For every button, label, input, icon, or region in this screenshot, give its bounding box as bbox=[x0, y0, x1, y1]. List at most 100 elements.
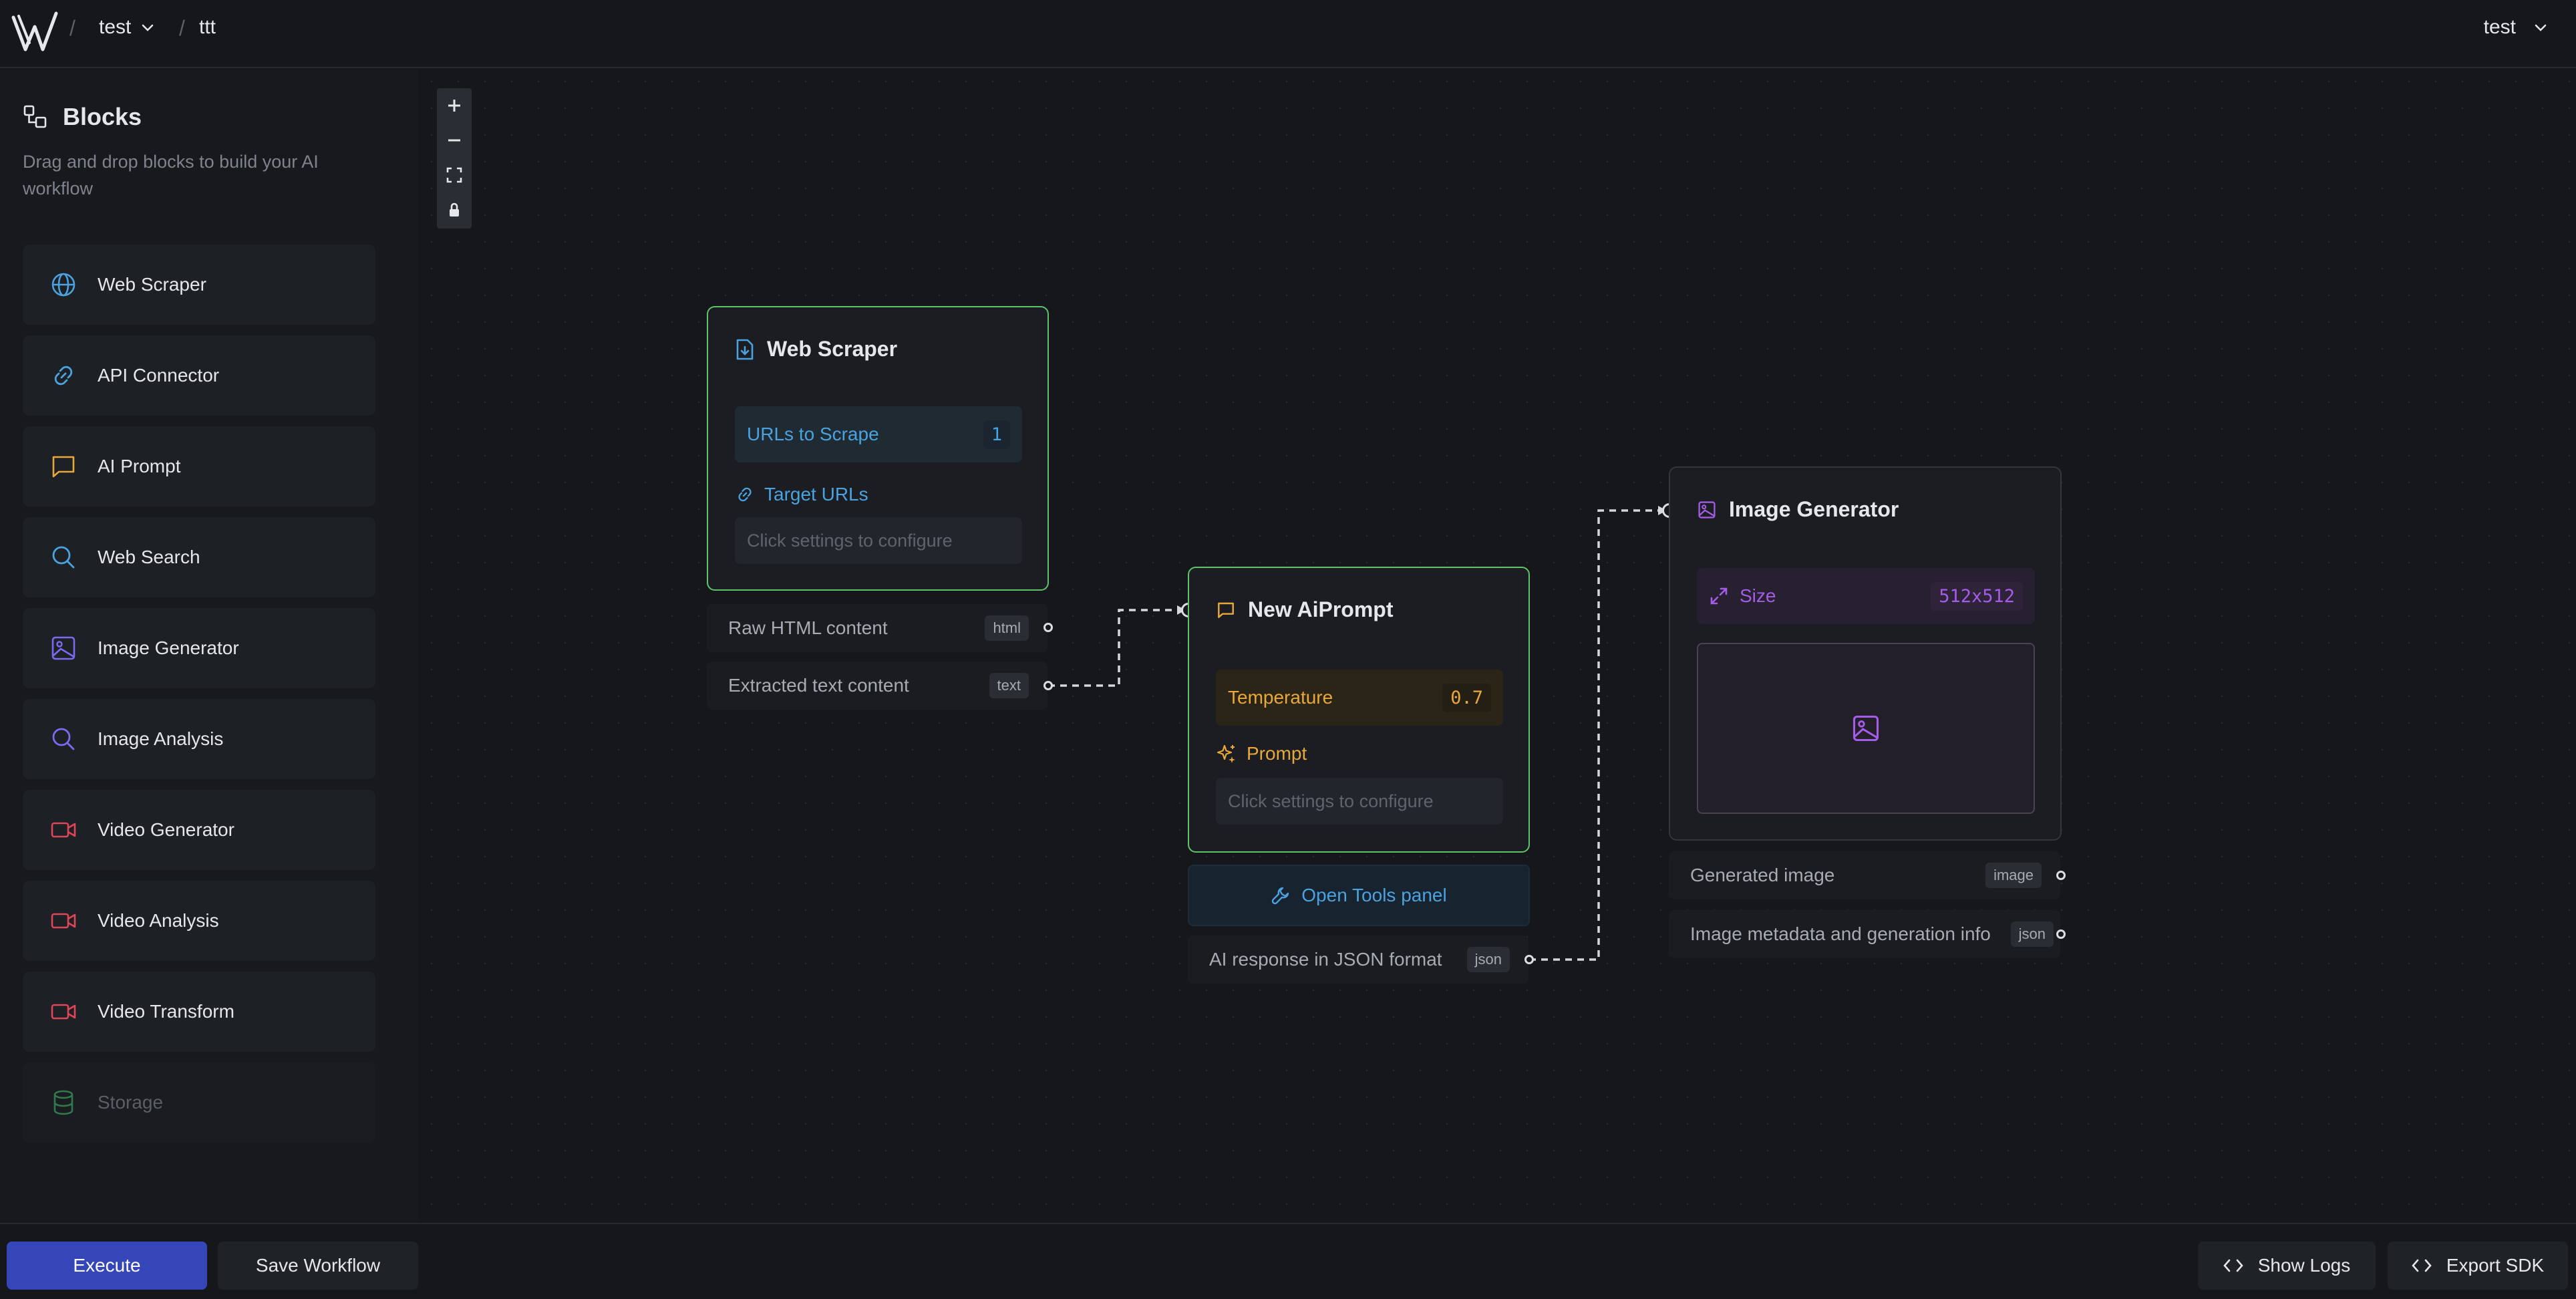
block-label: AI Prompt bbox=[98, 456, 181, 476]
block-web-scraper[interactable]: Web Scraper bbox=[23, 245, 375, 325]
block-label: API Connector bbox=[98, 365, 220, 386]
block-video-generator[interactable]: Video Generator bbox=[23, 790, 375, 870]
output-generated-image: Generated image image bbox=[1669, 851, 2060, 899]
message-icon bbox=[1216, 600, 1236, 620]
export-sdk-button[interactable]: Export SDK bbox=[2388, 1242, 2568, 1290]
message-icon bbox=[49, 452, 77, 480]
save-workflow-button[interactable]: Save Workflow bbox=[218, 1242, 418, 1290]
node-title: Web Scraper bbox=[735, 337, 897, 362]
node-title: New AiPrompt bbox=[1216, 597, 1394, 622]
video-icon bbox=[49, 816, 77, 844]
output-handle[interactable] bbox=[1524, 955, 1534, 964]
prompt-label: Prompt bbox=[1216, 743, 1307, 764]
wrench-icon bbox=[1271, 885, 1291, 905]
lock-button[interactable] bbox=[437, 192, 472, 227]
output-raw-html: Raw HTML content html bbox=[707, 604, 1048, 652]
size-field[interactable]: Size 512x512 bbox=[1697, 568, 2035, 624]
link-icon bbox=[735, 484, 755, 504]
output-image-metadata: Image metadata and generation info json bbox=[1669, 910, 2060, 958]
output-handle[interactable] bbox=[2056, 871, 2066, 880]
block-ai-prompt[interactable]: AI Prompt bbox=[23, 426, 375, 507]
block-label: Web Search bbox=[98, 547, 200, 567]
node-title: Image Generator bbox=[1697, 497, 1899, 522]
output-label: AI response in JSON format bbox=[1209, 949, 1442, 970]
temperature-field[interactable]: Temperature 0.7 bbox=[1216, 670, 1503, 726]
breadcrumb-separator: / bbox=[179, 16, 185, 40]
output-label: Raw HTML content bbox=[728, 617, 888, 638]
output-handle[interactable] bbox=[1043, 681, 1053, 690]
workflow-name-label: ttt bbox=[199, 16, 216, 38]
workflow-name[interactable]: ttt bbox=[199, 16, 216, 39]
web-scraper-node[interactable]: Web Scraper URLs to Scrape 1 Target URLs… bbox=[707, 306, 1049, 591]
output-type-tag: json bbox=[2010, 921, 2054, 947]
block-video-transform[interactable]: Video Transform bbox=[23, 972, 375, 1052]
block-image-analysis[interactable]: Image Analysis bbox=[23, 699, 375, 779]
expand-icon bbox=[1709, 586, 1729, 606]
image-icon bbox=[1697, 500, 1717, 520]
chevron-down-icon bbox=[2533, 20, 2548, 35]
block-label: Video Generator bbox=[98, 819, 234, 840]
file-download-icon bbox=[735, 339, 755, 360]
zoom-in-button[interactable] bbox=[437, 88, 472, 123]
user-name: test bbox=[2483, 16, 2516, 38]
size-value: 512x512 bbox=[1931, 581, 2023, 611]
zoom-out-button[interactable] bbox=[437, 123, 472, 158]
node-title-text: Web Scraper bbox=[767, 337, 898, 361]
database-icon bbox=[49, 1089, 77, 1117]
sidebar-title-text: Blocks bbox=[63, 103, 142, 130]
output-label: Extracted text content bbox=[728, 675, 909, 696]
fit-view-button[interactable] bbox=[437, 158, 472, 192]
field-label: URLs to Scrape bbox=[747, 424, 879, 444]
sparkles-icon bbox=[1216, 743, 1237, 764]
block-label: Video Analysis bbox=[98, 910, 219, 931]
project-name: test bbox=[99, 16, 132, 38]
block-image-generator[interactable]: Image Generator bbox=[23, 608, 375, 688]
code-icon bbox=[2412, 1258, 2432, 1273]
image-preview bbox=[1697, 643, 2035, 814]
app-logo-icon[interactable] bbox=[9, 8, 60, 59]
block-list: Web Scraper API Connector AI Prompt Web … bbox=[23, 245, 375, 1153]
configure-hint[interactable]: Click settings to configure bbox=[735, 517, 1022, 564]
open-tools-label: Open Tools panel bbox=[1301, 885, 1447, 905]
field-label: Size bbox=[1740, 585, 1776, 606]
project-selector[interactable]: test bbox=[99, 16, 155, 39]
execute-button[interactable]: Execute bbox=[7, 1242, 207, 1290]
output-type-tag: image bbox=[1985, 863, 2042, 888]
urls-count-badge: 1 bbox=[983, 420, 1010, 449]
output-handle[interactable] bbox=[1043, 623, 1053, 632]
user-menu[interactable]: test bbox=[2484, 16, 2548, 39]
block-video-analysis[interactable]: Video Analysis bbox=[23, 881, 375, 961]
urls-to-scrape-field[interactable]: URLs to Scrape 1 bbox=[735, 406, 1022, 462]
ai-prompt-node[interactable]: New AiPrompt Temperature 0.7 Prompt Clic… bbox=[1188, 567, 1530, 853]
field-label: Temperature bbox=[1228, 687, 1333, 708]
bottom-toolbar: Execute Save Workflow Show Logs Export S… bbox=[0, 1223, 2576, 1299]
prompt-label-text: Prompt bbox=[1247, 743, 1307, 764]
block-storage[interactable]: Storage bbox=[23, 1062, 375, 1143]
output-type-tag: html bbox=[985, 615, 1029, 641]
output-extracted-text: Extracted text content text bbox=[707, 662, 1048, 710]
sidebar-title: Blocks bbox=[23, 103, 142, 131]
top-bar: / test / ttt test bbox=[0, 0, 2576, 68]
chevron-down-icon bbox=[140, 20, 155, 35]
output-type-tag: text bbox=[989, 673, 1029, 698]
target-urls-text: Target URLs bbox=[764, 484, 868, 504]
image-icon bbox=[49, 634, 77, 662]
target-urls-label: Target URLs bbox=[735, 484, 868, 505]
output-handle[interactable] bbox=[2056, 929, 2066, 939]
configure-hint[interactable]: Click settings to configure bbox=[1216, 778, 1503, 825]
globe-icon bbox=[49, 271, 77, 299]
block-api-connector[interactable]: API Connector bbox=[23, 335, 375, 416]
link-icon bbox=[49, 362, 77, 390]
show-logs-button[interactable]: Show Logs bbox=[2198, 1242, 2376, 1290]
open-tools-panel-button[interactable]: Open Tools panel bbox=[1188, 865, 1530, 926]
node-title-text: Image Generator bbox=[1729, 497, 1899, 521]
image-placeholder-icon bbox=[1850, 713, 1881, 744]
output-label: Generated image bbox=[1690, 865, 1835, 885]
show-logs-label: Show Logs bbox=[2257, 1255, 2351, 1276]
block-label: Image Analysis bbox=[98, 728, 224, 749]
size-label-group: Size bbox=[1709, 585, 1776, 607]
image-generator-node[interactable]: Image Generator Size 512x512 bbox=[1669, 466, 2062, 841]
temperature-value: 0.7 bbox=[1442, 683, 1491, 712]
block-web-search[interactable]: Web Search bbox=[23, 517, 375, 597]
breadcrumb-separator: / bbox=[69, 16, 75, 40]
